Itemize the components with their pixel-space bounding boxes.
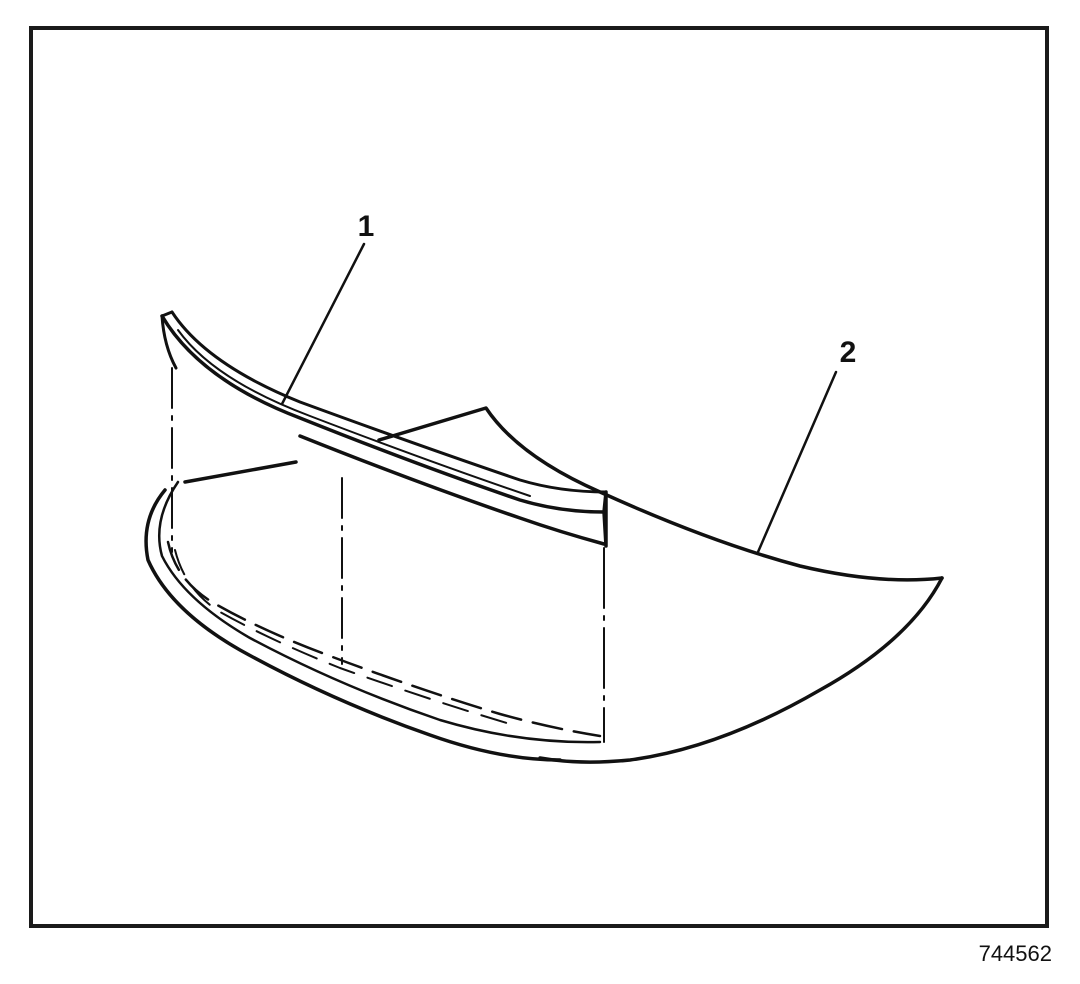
part-1-molding: [160, 310, 608, 548]
callout-1: 1: [358, 210, 375, 243]
alignment-lines: [171, 367, 605, 743]
leader-line-1: [280, 242, 366, 406]
figure-number: 744562: [978, 941, 1052, 966]
figure-frame: [29, 26, 1049, 928]
leader-line-2: [756, 370, 838, 554]
part-2-fascia: [144, 406, 944, 764]
callout-2: 2: [840, 336, 857, 369]
